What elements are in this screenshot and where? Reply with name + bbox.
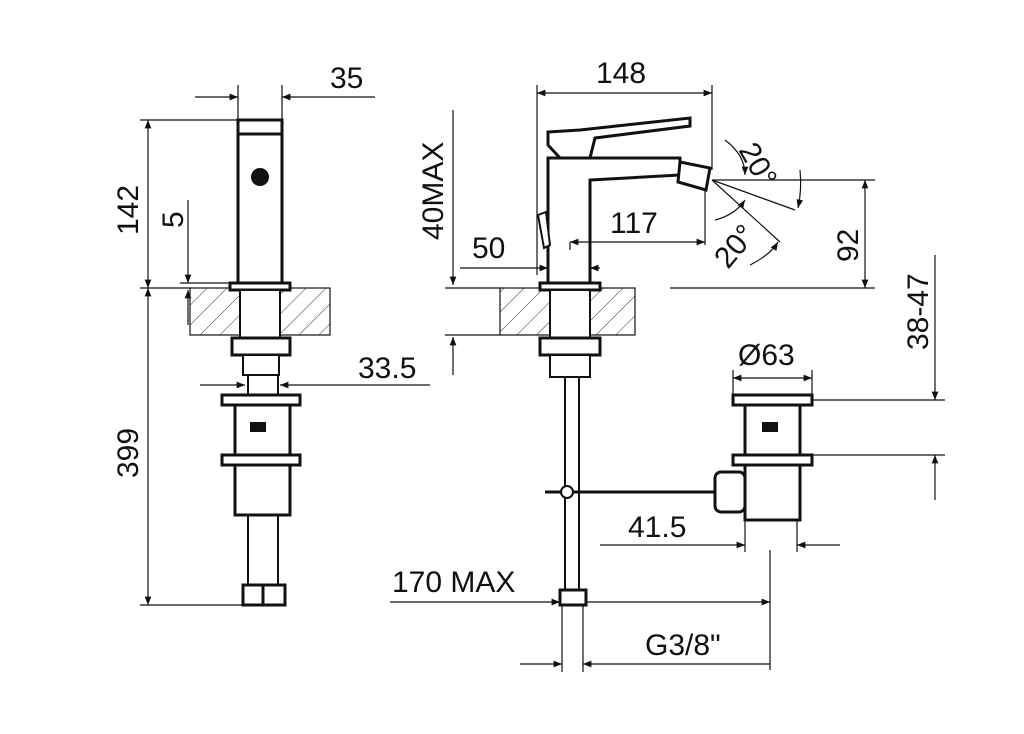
shank xyxy=(549,289,591,339)
rod-clamp xyxy=(560,485,574,499)
mount-nut xyxy=(230,336,292,357)
dim-33-5: 33.5 xyxy=(358,352,416,385)
faucet-body xyxy=(236,118,284,285)
nut-lower xyxy=(242,354,280,376)
base-flange xyxy=(228,281,292,292)
mount-nut xyxy=(538,336,602,357)
dim-40max: 40MAX xyxy=(417,142,450,240)
dim-148: 148 xyxy=(596,57,646,90)
dim-5: 5 xyxy=(157,211,190,228)
handle-knob xyxy=(251,168,269,186)
rod-knob xyxy=(713,470,747,514)
nut-lower xyxy=(549,354,591,378)
overflow-slot xyxy=(762,422,778,432)
dim-35: 35 xyxy=(330,62,363,95)
hose xyxy=(564,376,580,593)
shank xyxy=(239,289,281,339)
overflow-slot xyxy=(250,422,266,432)
lever-handle xyxy=(546,116,692,160)
dim-38-47: 38-47 xyxy=(902,273,935,350)
dim-angle-down: 20° xyxy=(708,219,762,275)
dim-399: 399 xyxy=(112,428,145,478)
front-view: 40MAX 148 50 117 20° 20° 92 38-47 Ø6 xyxy=(390,57,945,672)
side-view: 35 142 5 399 33.5 xyxy=(112,62,430,607)
hose-fitting xyxy=(558,588,588,607)
dim-50: 50 xyxy=(472,232,505,265)
spray-nozzle xyxy=(676,160,712,192)
handle-top xyxy=(236,118,284,136)
dim-41-5: 41.5 xyxy=(628,511,686,544)
dim-g3-8: G3/8" xyxy=(645,629,721,662)
waste-body-bottom xyxy=(743,463,802,522)
dim-142: 142 xyxy=(112,185,145,235)
dim-diameter-63: Ø63 xyxy=(738,339,795,372)
dim-92: 92 xyxy=(832,229,865,262)
dim-angle-up: 20° xyxy=(732,137,783,193)
dim-117: 117 xyxy=(610,207,658,240)
dim-170-max: 170 MAX xyxy=(392,566,515,599)
base-flange xyxy=(538,281,602,292)
popup-rod xyxy=(536,210,552,250)
waste-body-bottom xyxy=(233,463,292,517)
